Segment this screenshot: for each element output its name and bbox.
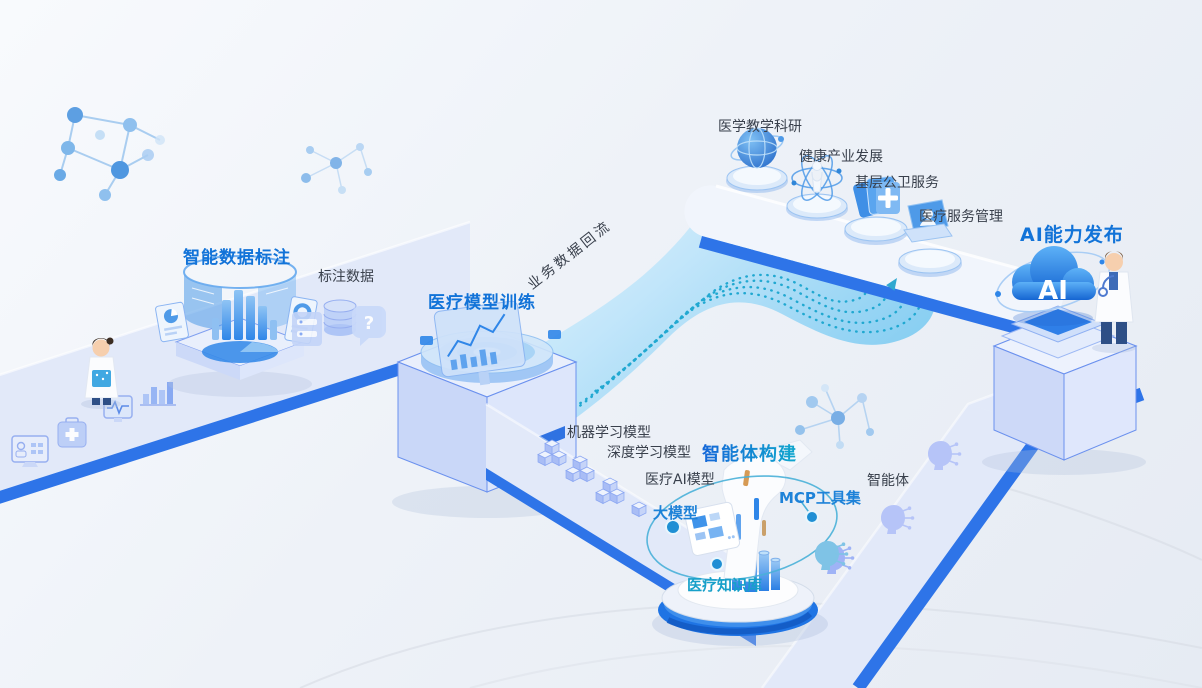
health-files-icon (853, 175, 900, 218)
annotation-title: 智能数据标注 (183, 248, 291, 268)
agent-assembly (646, 439, 838, 646)
data-cube (631, 501, 647, 517)
database-icon (323, 299, 357, 336)
training-title: 医疗模型训练 (428, 293, 536, 313)
application-label-service: 医疗服务管理 (919, 209, 1003, 225)
model-label-ml: 机器学习模型 (567, 425, 651, 441)
molecule-decoration-center (795, 384, 874, 449)
application-label-publichealth: 基层公卫服务 (855, 175, 939, 191)
question-bubble-icon: ? (352, 306, 386, 346)
agent-road-label: 智能体 (867, 473, 909, 489)
release-title: AI能力发布 (1020, 224, 1124, 246)
bar-chart-icon (140, 382, 176, 406)
doctor-figure-left (81, 337, 121, 409)
application-label-research: 医学教学科研 (718, 119, 802, 135)
medkit-icon (57, 417, 87, 448)
training-chart-screen (433, 300, 526, 386)
mcp-tools-node: MCP工具集 (779, 489, 861, 507)
server-icon (292, 312, 322, 346)
atom-person-icon (791, 155, 843, 201)
monitor-icon (11, 435, 49, 467)
release-platform: AI (982, 246, 1146, 475)
large-model-node: 大模型 (653, 504, 699, 522)
model-label-dl: 深度学习模型 (607, 445, 691, 461)
doctor-figure-right (1092, 251, 1136, 353)
annotated-data-label: 标注数据 (318, 269, 374, 285)
application-label-industry: 健康产业发展 (799, 149, 883, 165)
ai-cloud-icon: AI (995, 246, 1110, 313)
ai-cloud-label: AI (1038, 276, 1068, 306)
question-glyph: ? (364, 313, 374, 334)
agent-title: 智能体构建 (702, 440, 797, 466)
laptop-person-icon (903, 199, 953, 243)
application-discs (726, 165, 962, 277)
model-label-medai: 医疗AI模型 (645, 472, 715, 488)
globe-icon (730, 127, 784, 169)
knowledge-base-node: 医疗知识库 (687, 576, 763, 594)
molecule-decoration-small (301, 143, 372, 194)
agent-tablet (684, 501, 741, 557)
molecule-decoration-topleft (54, 107, 165, 201)
